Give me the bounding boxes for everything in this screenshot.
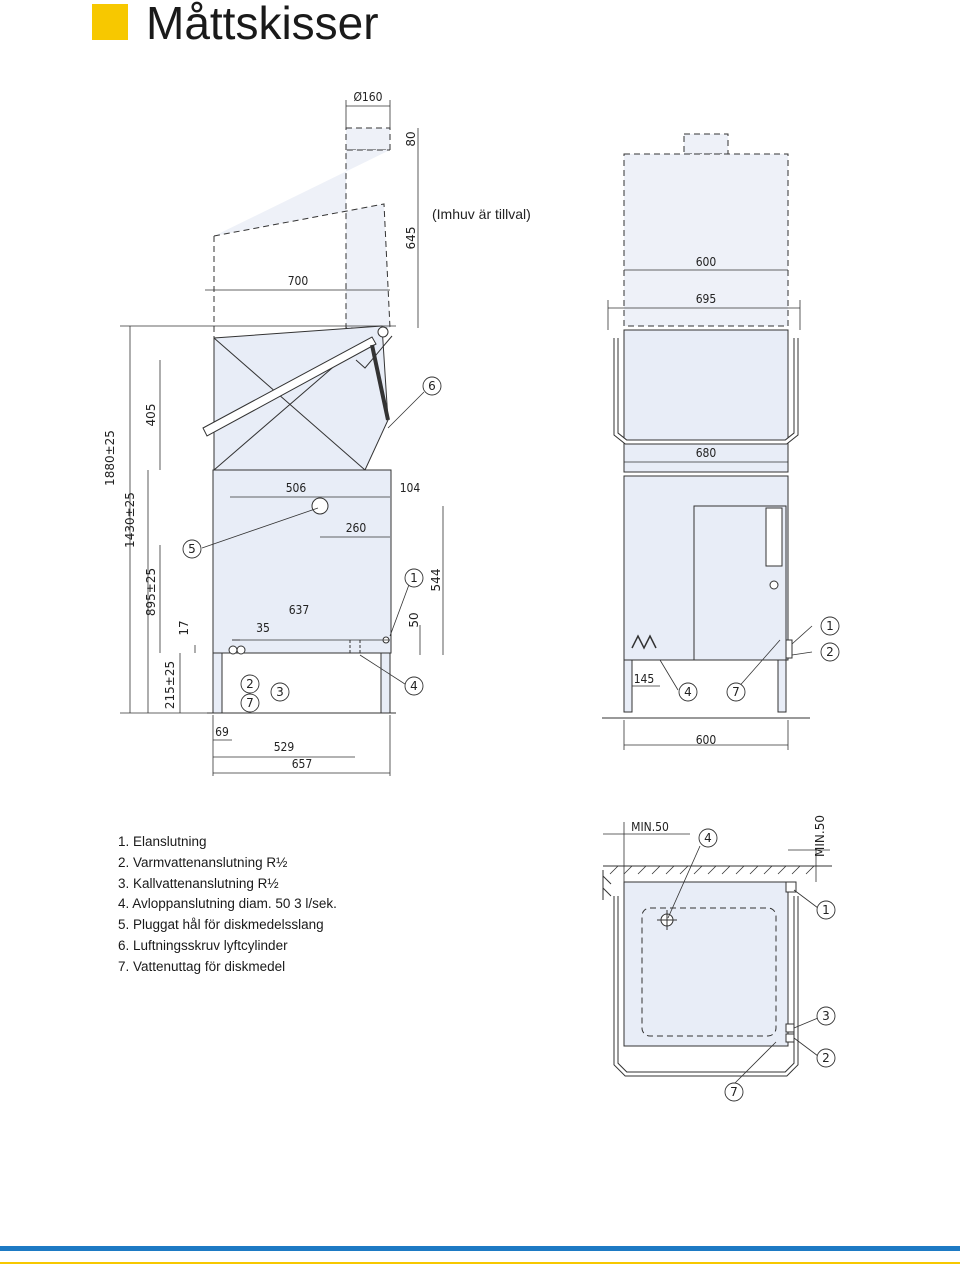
dim-hood-80: 80 <box>404 131 418 146</box>
dim-544: 544 <box>429 569 443 592</box>
callout-circles <box>182 376 840 1102</box>
machine-body-side <box>212 469 392 654</box>
dim-506: 506 <box>286 481 307 495</box>
plan-view <box>602 865 832 1077</box>
dim-700: 700 <box>288 274 309 288</box>
callout-4-front: 4 <box>684 685 692 699</box>
callout-5: 5 <box>188 542 196 556</box>
dim-front-680: 680 <box>696 446 717 460</box>
dim-17: 17 <box>177 620 191 635</box>
front-view <box>602 133 810 719</box>
plan-body <box>623 881 789 1047</box>
dim-front-600-top: 600 <box>696 255 717 269</box>
legend-item: 2. Varmvattenanslutning R½ <box>118 854 288 870</box>
callout-4-side: 4 <box>410 679 418 693</box>
callout-1-front: 1 <box>826 619 834 633</box>
dim-total-height: 1880±25 <box>103 430 117 486</box>
legend-item: 6. Luftningsskruv lyftcylinder <box>118 937 288 953</box>
dim-1430: 1430±25 <box>123 492 137 548</box>
dim-plan-min50-right: MIN.50 <box>813 815 827 857</box>
dim-104: 104 <box>400 481 421 495</box>
footer-blue-rule <box>0 1246 960 1251</box>
legend-item: 4. Avloppanslutning diam. 50 3 l/sek. <box>118 896 337 912</box>
callout-2-side: 2 <box>246 677 254 691</box>
callout-4-plan: 4 <box>704 831 712 845</box>
dim-215: 215±25 <box>163 661 177 709</box>
dim-529: 529 <box>274 740 295 754</box>
dim-405: 405 <box>144 404 158 427</box>
callout-6: 6 <box>428 379 436 393</box>
front-hood <box>623 329 789 473</box>
brand-logo-icon <box>631 634 657 650</box>
callout-7-front: 7 <box>732 685 740 699</box>
page-title: Måttskisser <box>146 0 379 49</box>
legend-item: 1. Elanslutning <box>118 834 207 849</box>
legend-list: 1. Elanslutning 2. Varmvattenanslutning … <box>118 832 337 978</box>
callout-1-side: 1 <box>410 571 418 585</box>
callout-1-plan: 1 <box>822 903 830 917</box>
callout-leaders <box>201 391 819 1085</box>
front-hood-dashed <box>623 133 789 327</box>
lift-hood-side <box>213 325 389 471</box>
lift-lever <box>202 336 377 437</box>
dim-front-600-bottom: 600 <box>696 733 717 747</box>
front-dimensions <box>607 269 801 750</box>
legend-item: 3. Kallvattenanslutning R½ <box>118 875 279 891</box>
side-dimensions <box>120 100 444 776</box>
callout-3-plan: 3 <box>822 1009 830 1023</box>
callout-7-side: 7 <box>246 696 254 710</box>
dim-260: 260 <box>346 521 367 535</box>
callout-3-side: 3 <box>276 685 284 699</box>
title-accent-square <box>92 4 128 40</box>
dim-895: 895±25 <box>144 568 158 616</box>
dim-637: 637 <box>289 603 310 617</box>
dim-hood-645: 645 <box>404 227 418 250</box>
dim-35: 35 <box>256 621 270 635</box>
dim-plan-min50-left: MIN.50 <box>631 820 669 834</box>
dim-front-145: 145 <box>634 672 655 686</box>
dim-50: 50 <box>407 612 421 627</box>
callout-2-plan: 2 <box>822 1051 830 1065</box>
dim-front-695: 695 <box>696 292 717 306</box>
dim-657: 657 <box>292 757 313 771</box>
callout-7-plan: 7 <box>730 1085 738 1099</box>
legs-side <box>207 652 396 714</box>
legend-item: 7. Vattenuttag för diskmedel <box>118 958 286 974</box>
legend-item: 5. Pluggat hål för diskmedelsslang <box>118 917 324 933</box>
callout-2-front: 2 <box>826 645 834 659</box>
dim-hood-diameter: Ø160 <box>353 90 382 104</box>
plan-dimensions <box>603 822 830 882</box>
hood-optional-note: (Imhuv är tillval) <box>432 206 531 222</box>
side-view <box>202 127 396 714</box>
technical-drawing: 5 6 1 4 2 7 3 4 7 1 2 4 1 3 2 7 Ø160 700… <box>103 90 840 1102</box>
dim-69: 69 <box>215 725 229 739</box>
footer-yellow-rule <box>0 1262 960 1264</box>
